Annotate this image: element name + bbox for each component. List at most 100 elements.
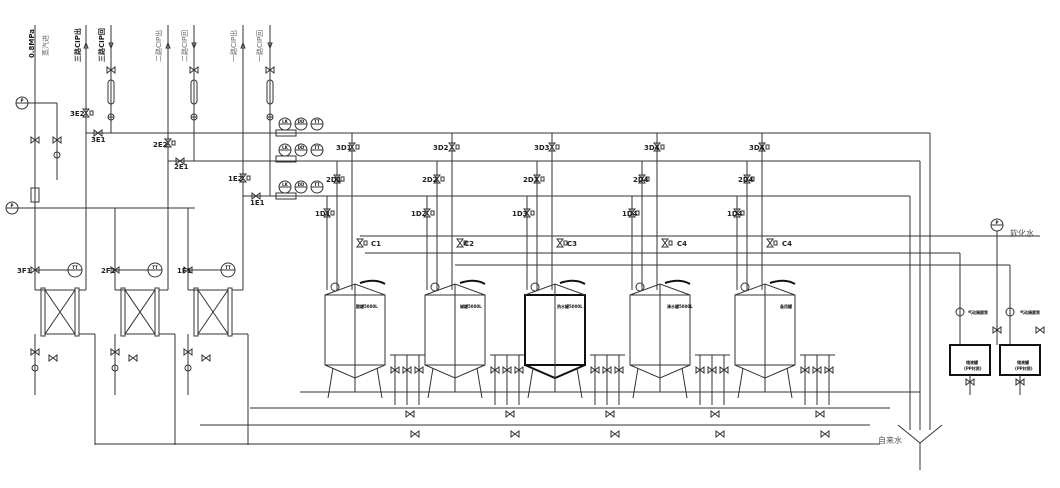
valve-icon	[695, 366, 705, 374]
dosing-pump-label-2: 气动隔膜泵	[1019, 309, 1041, 315]
sight-glass-icon	[53, 151, 61, 159]
instrument-tag: TT	[314, 119, 320, 124]
valve-icon	[800, 366, 810, 374]
valve-icon	[414, 366, 424, 374]
valve-label-2d4: 2D4	[633, 176, 649, 184]
flow-meter-icon	[275, 192, 297, 200]
cip1-return-label: 一路CIP回	[255, 30, 264, 62]
diaphragm-pump-icon	[955, 307, 965, 317]
exchanger-plate	[40, 287, 46, 337]
valve-label-2d1: 2D1	[326, 176, 342, 184]
actuator-icon	[89, 110, 94, 116]
valve-icon	[490, 366, 500, 374]
valve-icon	[556, 238, 564, 248]
actuator-icon	[635, 210, 640, 216]
instrument-tag: P	[21, 98, 24, 103]
instrument-tag: TT	[225, 265, 231, 270]
instrument-tag: P	[11, 203, 14, 208]
sight-glass-icon	[184, 364, 192, 372]
valve-icon	[602, 366, 612, 374]
valve-icon	[605, 410, 615, 418]
valve-icon	[548, 142, 556, 152]
tank-label-clean-water: 清水罐5000L	[667, 303, 693, 309]
actuator-icon	[340, 176, 345, 182]
valve-icon	[824, 366, 834, 374]
valve-icon	[628, 208, 636, 218]
cip3-out-label: 三路CIP出	[73, 28, 82, 62]
manway-icon	[664, 279, 691, 285]
heat-exchanger-cross	[197, 289, 229, 335]
actuator-icon	[645, 176, 650, 182]
dosing-tank-label-1: 储液罐	[966, 359, 978, 365]
valve-icon	[766, 238, 774, 248]
actuator-icon	[660, 144, 665, 150]
valve-icon	[348, 142, 356, 152]
dosing-tank-material-2: (PP材质)	[1015, 365, 1033, 371]
diaphragm-pump-icon	[1005, 307, 1015, 317]
valve-label-2e1: 2E1	[174, 163, 189, 171]
actuator-icon	[171, 140, 176, 146]
valve-icon	[820, 430, 830, 438]
actuator-icon	[455, 144, 460, 150]
cip3-return-label: 三路CIP回	[97, 28, 106, 62]
valve-icon	[30, 136, 40, 144]
valve-icon	[523, 208, 531, 218]
valve-label-3d3: 3D3	[534, 144, 550, 152]
manway-icon	[359, 279, 386, 285]
valve-icon	[30, 348, 40, 356]
valve-label-1d4: 1D4	[622, 210, 638, 218]
valve-icon	[265, 66, 275, 74]
strainer-icon	[266, 79, 274, 105]
instrument-tag: DD	[298, 119, 305, 124]
valve-icon	[183, 266, 193, 274]
valve-icon	[48, 354, 58, 362]
valve-icon	[183, 348, 193, 356]
valve-icon	[815, 410, 825, 418]
valve-icon	[533, 174, 541, 184]
exchanger-plate	[193, 287, 199, 337]
steam-trap-icon	[30, 187, 40, 203]
arrow-down-icon	[191, 42, 197, 50]
tank-leg	[527, 367, 583, 399]
instrument-tag: TT	[314, 182, 320, 187]
valve-label-3d2: 3D2	[433, 144, 449, 152]
valve-icon	[410, 430, 420, 438]
cip2-return-label: 二路CIP回	[180, 30, 189, 62]
valve-icon	[189, 66, 199, 74]
exchanger-plate	[74, 287, 80, 337]
actuator-icon	[668, 240, 673, 246]
tank-leg	[737, 367, 793, 399]
steam-pressure-label: 0.8MPa	[28, 29, 36, 58]
valve-icon	[715, 430, 725, 438]
valve-icon	[590, 366, 600, 374]
valve-icon	[52, 136, 62, 144]
actuator-icon	[246, 175, 251, 181]
tank-label-spare: 备用罐	[779, 303, 792, 309]
tank-leg	[327, 367, 383, 399]
valve-icon	[405, 410, 415, 418]
valve-icon	[402, 366, 412, 374]
valve-label-3f1: 3F1	[17, 267, 32, 275]
flow-meter-icon	[275, 129, 297, 137]
tank-label-hot-water: 热水罐5000L	[557, 303, 583, 309]
valve-label-3e2: 3E2	[70, 110, 85, 118]
arrow-down-icon	[267, 42, 273, 50]
instrument-tag: LK	[282, 119, 289, 124]
valve-icon	[743, 174, 751, 184]
valve-label-3d1: 3D1	[336, 144, 352, 152]
valve-icon	[992, 326, 1002, 334]
spray-ball-icon	[430, 282, 440, 292]
valve-icon	[106, 66, 116, 74]
actuator-icon	[773, 240, 778, 246]
tank-leg	[427, 367, 483, 399]
valve-label-1e1: 1E1	[250, 199, 265, 207]
valve-icon	[710, 410, 720, 418]
valve-icon	[448, 142, 456, 152]
valve-icon	[965, 378, 975, 386]
valve-icon	[1035, 326, 1045, 334]
valve-icon	[505, 410, 515, 418]
instrument-tag: LK	[282, 145, 289, 150]
valve-label-1d4-b: 1D4	[727, 210, 743, 218]
